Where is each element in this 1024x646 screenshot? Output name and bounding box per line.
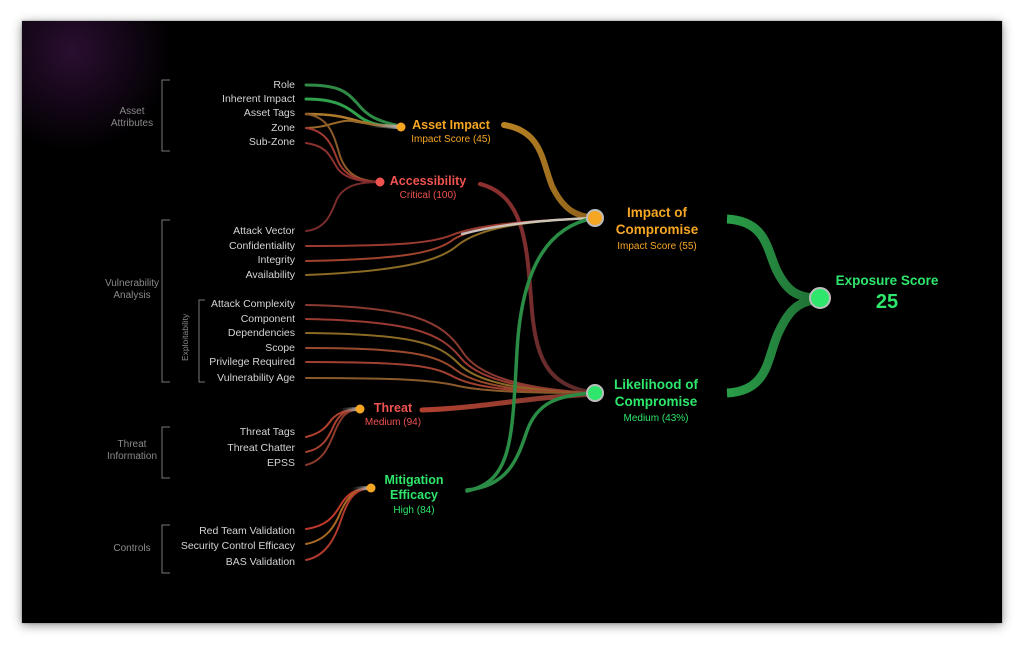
leaf-confidentiality: Confidentiality bbox=[229, 240, 295, 252]
node-threat[interactable]: Threat Medium (94) bbox=[365, 401, 421, 428]
leaf-threat-tags: Threat Tags bbox=[239, 426, 295, 438]
link-vulnerability-age bbox=[305, 377, 595, 394]
link-red-team bbox=[305, 487, 371, 530]
leaf-vulnerability-age: Vulnerability Age bbox=[217, 372, 295, 384]
leaf-sub-zone: Sub-Zone bbox=[248, 136, 295, 148]
leaf-zone: Zone bbox=[271, 122, 295, 134]
link-bas bbox=[305, 487, 371, 561]
group-threat-information-label: Threat Information bbox=[106, 439, 158, 462]
node-mitigation-efficacy[interactable]: Mitigation Efficacy High (84) bbox=[384, 473, 443, 516]
controls-links bbox=[305, 487, 371, 561]
group-threat-information: Threat Information bbox=[87, 439, 177, 463]
node-accessibility[interactable]: Accessibility Critical (100) bbox=[390, 174, 466, 201]
leaf-privilege-required: Privilege Required bbox=[209, 356, 295, 368]
leaf-bas-validation: BAS Validation bbox=[225, 556, 295, 568]
leaf-component: Component bbox=[240, 313, 295, 325]
link-component bbox=[305, 318, 595, 394]
stub-asset-impact bbox=[366, 123, 400, 129]
group-asset-attributes-label: Asset Attributes bbox=[110, 106, 154, 129]
leaf-integrity: Integrity bbox=[257, 254, 295, 266]
bracket-threat-information bbox=[161, 426, 170, 479]
link-accessibility-to-likelihood bbox=[478, 182, 596, 395]
diagram-panel: Asset Attributes Vulnerability Analysis … bbox=[22, 21, 1002, 623]
link-mitigation-to-likelihood bbox=[465, 391, 596, 492]
leaf-epss: EPSS bbox=[266, 457, 295, 469]
exposure-links bbox=[726, 214, 820, 398]
mitigation-efficacy-score: High (84) bbox=[393, 505, 435, 516]
leaf-attack-vector: Attack Vector bbox=[233, 225, 295, 237]
mitigation-links bbox=[465, 216, 596, 493]
link-security-control bbox=[305, 487, 371, 545]
link-attack-complexity bbox=[305, 304, 595, 394]
leaf-attack-complexity: Attack Complexity bbox=[210, 298, 295, 310]
exploitability-links bbox=[305, 304, 595, 394]
link-likelihood-to-exposure bbox=[726, 295, 820, 398]
stub-threat bbox=[338, 407, 360, 412]
bracket-exploitability bbox=[198, 299, 205, 383]
link-impact-to-exposure bbox=[726, 214, 820, 303]
impact-of-compromise-title: Impact of Compromise bbox=[615, 205, 699, 237]
link-attack-vector-acc bbox=[305, 181, 381, 232]
asset-impact-title: Asset Impact bbox=[412, 118, 490, 132]
impact-of-compromise-dot[interactable] bbox=[586, 209, 604, 227]
node-likelihood-of-compromise[interactable]: Likelihood of Compromise Medium (43%) bbox=[614, 376, 698, 424]
link-threat-chatter bbox=[305, 408, 361, 453]
exposure-score-value: 25 bbox=[875, 291, 899, 313]
leaf-dependencies: Dependencies bbox=[227, 327, 295, 339]
link-privilege-required bbox=[305, 361, 595, 394]
accessibility-dot[interactable] bbox=[375, 177, 385, 187]
link-zone-acc bbox=[305, 127, 381, 183]
leaf-asset-tags: Asset Tags bbox=[243, 107, 295, 119]
group-brackets bbox=[161, 79, 205, 574]
leaf-role: Role bbox=[273, 79, 295, 91]
stub-mitigation bbox=[350, 486, 370, 491]
likelihood-of-compromise-title: Likelihood of Compromise bbox=[614, 377, 698, 409]
threat-score: Medium (94) bbox=[364, 417, 422, 428]
leaf-inherent-impact: Inherent Impact bbox=[222, 93, 295, 105]
group-exploitability-label: Exploitability bbox=[180, 313, 190, 361]
flow-diagram bbox=[161, 79, 831, 574]
cia-links bbox=[305, 216, 596, 276]
link-threat-tags bbox=[305, 408, 361, 438]
leaf-scope: Scope bbox=[265, 342, 295, 354]
node-impact-of-compromise[interactable]: Impact of Compromise Impact Score (55) bbox=[616, 204, 699, 252]
likelihood-of-compromise-score: Medium (43%) bbox=[623, 413, 689, 424]
threat-links bbox=[305, 408, 361, 466]
group-vulnerability-analysis-label: Vulnerability Analysis bbox=[104, 278, 160, 301]
group-asset-attributes: Asset Attributes bbox=[87, 106, 177, 130]
exposure-score-dot[interactable] bbox=[809, 287, 831, 309]
exposure-score-title: Exposure Score bbox=[835, 273, 939, 288]
node-exposure-score[interactable]: Exposure Score 25 bbox=[836, 273, 939, 314]
asset-impact-links bbox=[304, 83, 402, 129]
link-dependencies bbox=[305, 332, 595, 394]
group-vulnerability-analysis: Vulnerability Analysis bbox=[87, 278, 177, 302]
threat-dot[interactable] bbox=[355, 404, 365, 414]
link-mitigation-to-impact bbox=[465, 216, 596, 493]
threat-title: Threat bbox=[373, 401, 413, 415]
group-controls-label: Controls bbox=[113, 543, 151, 554]
leaf-availability: Availability bbox=[245, 269, 295, 281]
asset-impact-score: Impact Score (45) bbox=[411, 134, 491, 145]
impact-of-compromise-score: Impact Score (55) bbox=[617, 241, 697, 252]
bracket-asset-attributes bbox=[161, 79, 170, 152]
accessibility-links bbox=[305, 113, 381, 232]
link-asset-impact-to-impact bbox=[501, 122, 597, 221]
likelihood-of-compromise-dot[interactable] bbox=[586, 384, 604, 402]
bracket-vulnerability-analysis bbox=[161, 219, 170, 383]
leaf-security-control-efficacy: Security Control Efficacy bbox=[180, 540, 295, 552]
accessibility-score: Critical (100) bbox=[399, 190, 457, 201]
bracket-controls bbox=[161, 524, 170, 574]
node-dots bbox=[355, 122, 831, 493]
leaf-red-team-validation: Red Team Validation bbox=[199, 525, 295, 537]
mitigation-efficacy-title: Mitigation Efficacy bbox=[384, 473, 444, 502]
mitigation-efficacy-dot[interactable] bbox=[366, 483, 376, 493]
leaf-threat-chatter: Threat Chatter bbox=[227, 442, 295, 454]
asset-impact-dot[interactable] bbox=[396, 122, 406, 132]
group-controls: Controls bbox=[87, 543, 177, 555]
corner-glow bbox=[22, 21, 182, 161]
link-role bbox=[304, 83, 402, 128]
node-asset-impact[interactable]: Asset Impact Impact Score (45) bbox=[411, 118, 490, 145]
accessibility-title: Accessibility bbox=[389, 174, 467, 188]
